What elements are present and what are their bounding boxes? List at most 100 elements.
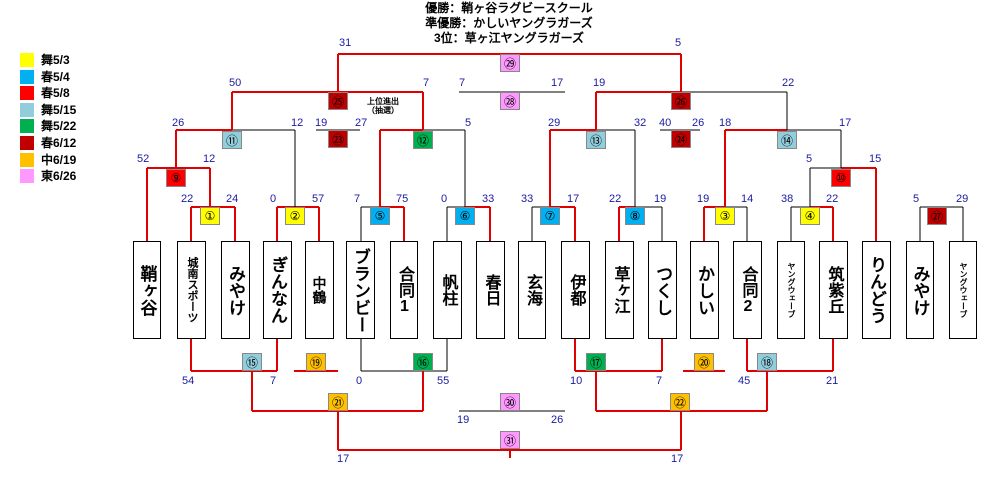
- team-name: 伊都: [567, 274, 585, 306]
- match-number-box: ⑩: [831, 169, 851, 187]
- score-label: 26: [172, 117, 185, 129]
- team-name: ぎんなん: [268, 256, 287, 324]
- legend-label: 春6/12: [41, 135, 77, 150]
- score-label: 55: [437, 375, 450, 387]
- score-label: 57: [312, 193, 325, 205]
- match-number-box: ㉕: [328, 92, 348, 110]
- match-number-box: ⑬: [586, 131, 606, 149]
- legend-swatch: [20, 119, 34, 134]
- score-label: 21: [826, 375, 839, 387]
- match-number-box: ㉖: [671, 92, 691, 110]
- team-name: つくし: [653, 264, 672, 316]
- match-number-box: ⑳: [694, 353, 714, 371]
- match-number-box: ㉚: [500, 393, 520, 411]
- score-label: 19: [697, 193, 710, 205]
- score-label: 38: [781, 193, 794, 205]
- legend-swatch: [20, 69, 34, 84]
- team-box: 鞘ヶ谷: [133, 241, 161, 339]
- score-label: 29: [956, 193, 969, 205]
- runner-up-line: 準優勝：かしいヤングラガーズ: [425, 16, 593, 30]
- team-box: 城南スポーツ: [177, 241, 206, 339]
- score-label: 0: [270, 193, 277, 205]
- team-box: ヤングウェーブ: [777, 241, 805, 339]
- score-label: 18: [719, 117, 732, 129]
- score-label: 54: [182, 375, 195, 387]
- score-label: 10: [570, 375, 583, 387]
- match-number-box: ⑪: [222, 131, 242, 149]
- score-label: 27: [355, 117, 368, 129]
- score-label: 19: [654, 193, 667, 205]
- team-box: 帆柱: [433, 241, 462, 339]
- legend-swatch: [20, 169, 34, 184]
- score-label: 33: [482, 193, 495, 205]
- score-label: 7: [423, 77, 430, 89]
- score-label: 75: [396, 193, 409, 205]
- legend-label: 中6/19: [41, 152, 77, 167]
- team-name: りんどう: [867, 256, 886, 324]
- score-label: 12: [291, 117, 304, 129]
- title-block: 優勝：鞘ヶ谷ラグビースクール 準優勝：かしいヤングラガーズ 3位：草ヶ江ヤングラ…: [0, 0, 1000, 48]
- score-label: 31: [339, 37, 352, 49]
- match-number-box: ⑭: [777, 131, 797, 149]
- legend-swatch: [20, 86, 34, 101]
- score-label: 19: [593, 77, 606, 89]
- legend-label: 東6/26: [41, 169, 77, 184]
- match-number-box: ①: [200, 207, 220, 225]
- team-name: かしい: [695, 264, 714, 316]
- score-label: 14: [741, 193, 754, 205]
- match-number-box: ⑯: [413, 353, 433, 371]
- score-label: 0: [356, 375, 363, 387]
- team-box: 中鶴: [305, 241, 334, 339]
- score-label: 15: [869, 153, 882, 165]
- score-label: 52: [137, 153, 150, 165]
- legend-swatch: [20, 102, 34, 117]
- match-number-box: ㉙: [500, 54, 520, 72]
- score-label: 40: [659, 117, 672, 129]
- score-label: 19: [315, 117, 328, 129]
- match-number-box: ③: [715, 207, 735, 225]
- team-box: かしい: [690, 241, 719, 339]
- score-label: 45: [738, 375, 751, 387]
- score-label: 5: [913, 193, 920, 205]
- team-box: 筑紫丘: [819, 241, 848, 339]
- winner-line: 優勝：鞘ヶ谷ラグビースクール: [425, 1, 593, 15]
- match-number-box: ㉛: [500, 431, 520, 449]
- team-box: 玄海: [518, 241, 546, 339]
- team-name: 帆柱: [439, 274, 457, 306]
- score-label: 22: [181, 193, 194, 205]
- match-number-box: ⑧: [625, 207, 645, 225]
- score-label: 5: [675, 37, 682, 49]
- score-label: 7: [656, 375, 663, 387]
- match-number-box: ⑫: [413, 131, 433, 149]
- team-name: ヤングウェーブ: [959, 262, 968, 318]
- match-number-box: ⑮: [242, 353, 262, 371]
- score-label: 7: [459, 77, 466, 89]
- team-name: 合同2: [739, 265, 757, 315]
- team-name: 鞘ヶ谷: [137, 264, 157, 316]
- legend-label: 舞5/22: [41, 119, 77, 134]
- match-number-box: ⑰: [586, 353, 606, 371]
- match-number-box: ㉔: [671, 130, 691, 148]
- score-label: 26: [692, 117, 705, 129]
- score-label: 7: [270, 375, 277, 387]
- score-label: 17: [839, 117, 852, 129]
- score-label: 32: [634, 117, 647, 129]
- team-name: 合同1: [396, 265, 413, 315]
- team-name: みやけ: [226, 264, 245, 316]
- match-number-box: ⑨: [166, 169, 186, 187]
- team-box: ブランビー: [346, 241, 375, 339]
- team-box: 春日: [476, 241, 505, 339]
- score-label: 17: [551, 77, 564, 89]
- team-box: ヤングウェーブ: [949, 241, 977, 339]
- score-label: 22: [609, 193, 622, 205]
- score-label: 33: [521, 193, 534, 205]
- score-label: 29: [548, 117, 561, 129]
- score-label: 17: [671, 453, 684, 465]
- team-box: 伊都: [561, 241, 590, 339]
- team-box: ぎんなん: [263, 241, 292, 339]
- match-number-box: ⑦: [540, 207, 560, 225]
- team-box: つくし: [648, 241, 677, 339]
- legend-label: 春5/8: [41, 86, 70, 101]
- team-name: ブランビー: [351, 247, 370, 333]
- team-name: 城南スポーツ: [186, 257, 198, 323]
